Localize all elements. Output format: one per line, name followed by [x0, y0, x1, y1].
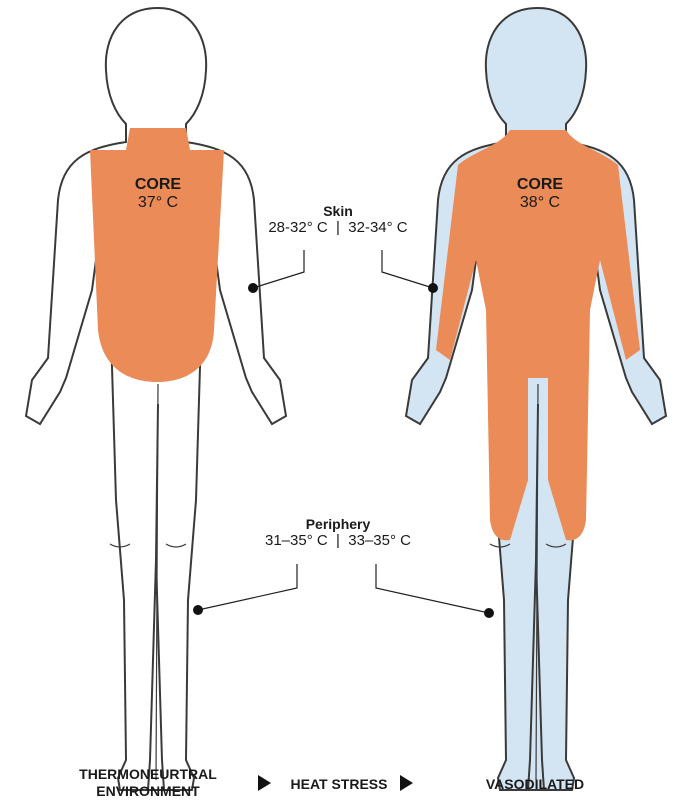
periphery-title: Periphery: [228, 516, 448, 532]
skin-title: Skin: [238, 203, 438, 219]
periphery-values: 31–35° C | 33–35° C: [228, 532, 448, 549]
thermoneutral-line2: ENVIRONMENT: [60, 783, 236, 800]
left-core-region: [90, 128, 224, 382]
heat-stress-label: HEAT STRESS: [284, 776, 394, 793]
skin-values: 28-32° C | 32-34° C: [238, 219, 438, 236]
right-body-figure: [406, 8, 666, 790]
thermoneutral-label: THERMONEURTRAL ENVIRONMENT: [60, 766, 236, 800]
right-core-label: CORE 38° C: [490, 176, 590, 213]
thermoneutral-line1: THERMONEURTRAL: [60, 766, 236, 783]
right-core-temp: 38° C: [490, 194, 590, 212]
arrow-right-icon: [400, 775, 413, 791]
arrow-right-icon: [258, 775, 271, 791]
skin-leader-lines: [248, 250, 438, 293]
left-core-label: CORE 37° C: [108, 176, 208, 213]
left-core-temp: 37° C: [108, 194, 208, 212]
skin-annotation: Skin 28-32° C | 32-34° C: [238, 203, 438, 236]
right-core-title: CORE: [490, 176, 590, 194]
periphery-annotation: Periphery 31–35° C | 33–35° C: [228, 516, 448, 549]
vasodilated-label: VASODILATED: [470, 776, 600, 793]
periphery-leader-lines: [193, 564, 494, 618]
left-body-figure: [26, 8, 286, 790]
left-core-title: CORE: [108, 176, 208, 194]
